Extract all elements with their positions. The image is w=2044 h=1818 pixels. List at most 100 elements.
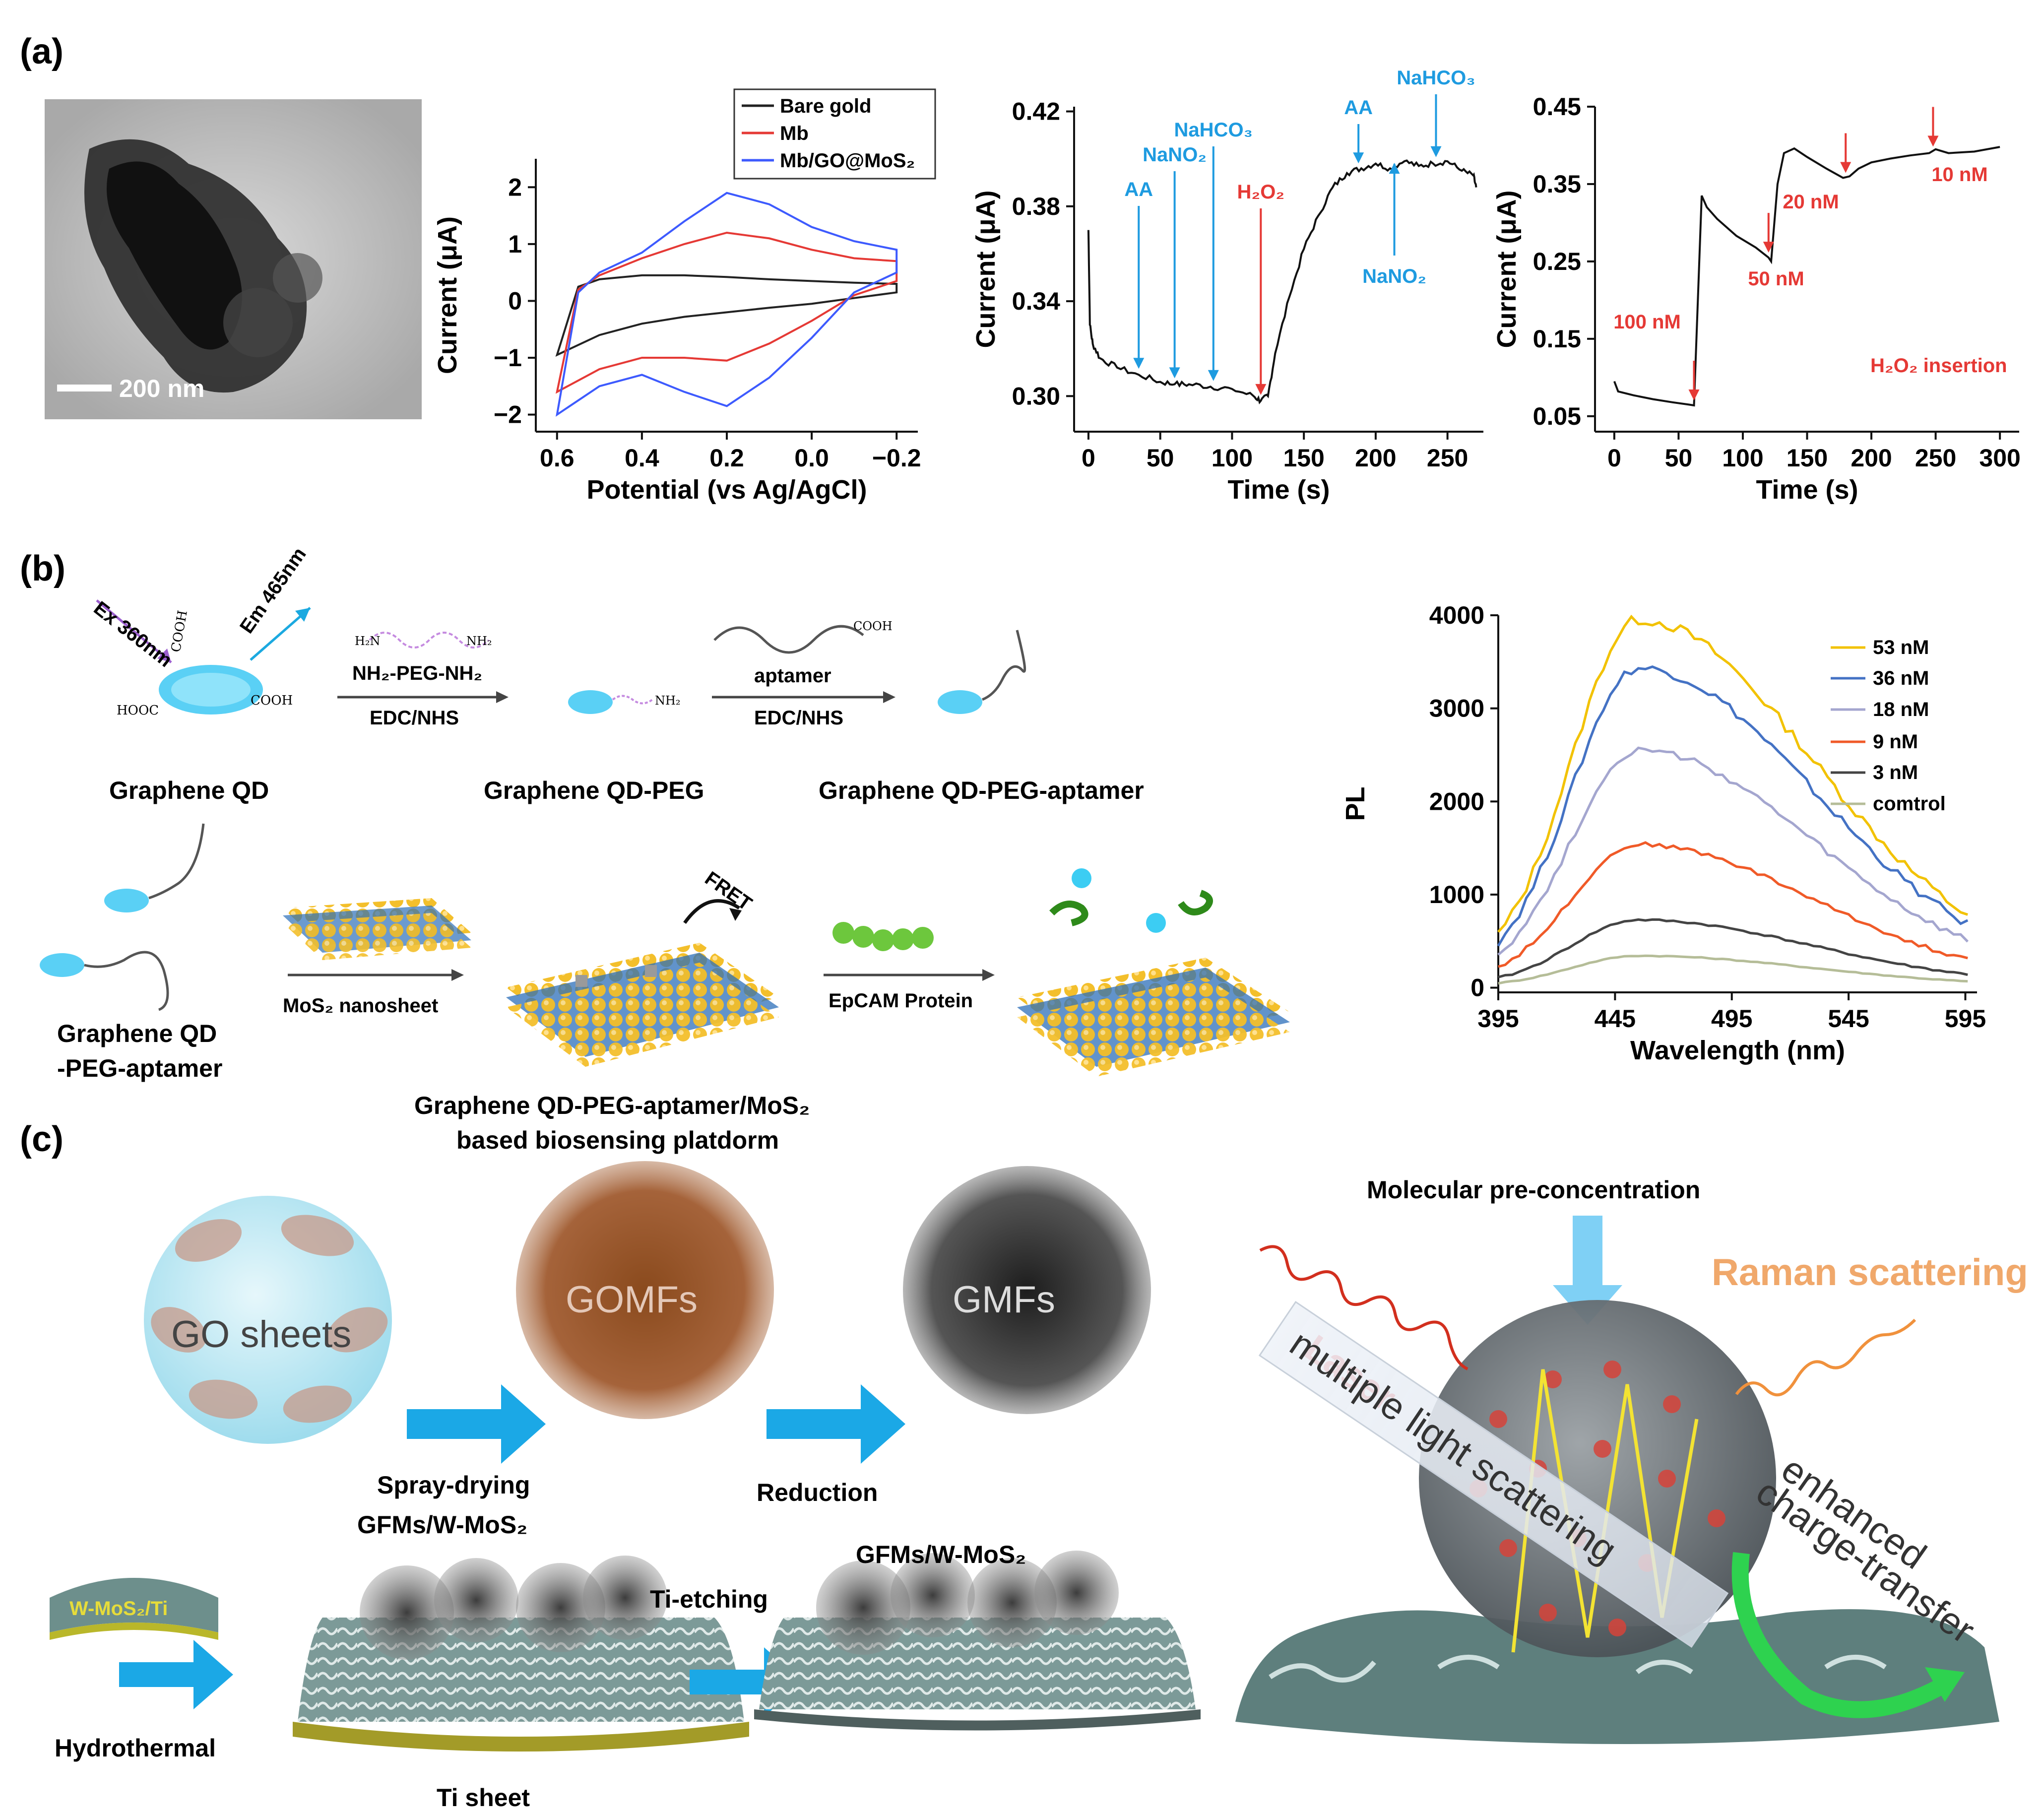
platform-label-line1: Graphene QD-PEG-aptamer/MoS₂ — [414, 1092, 810, 1119]
raman-wave — [1735, 1318, 1916, 1397]
y-tick-label: −2 — [494, 401, 522, 429]
hooc-left: HOOC — [117, 703, 159, 718]
nh2-left: H₂N — [355, 634, 381, 648]
molecular-preconcentration-label: Molecular pre-concentration — [1367, 1176, 1700, 1204]
raman-label: Raman scattering — [1712, 1251, 2028, 1294]
legend-label-mb-go-mos2: Mb/GO@MoS₂ — [780, 150, 915, 172]
pl-series-2 — [1497, 746, 1969, 956]
panel-label-c: (c) — [20, 1119, 64, 1159]
reagent2-bottom: EDC/NHS — [754, 707, 843, 729]
y-tick-label: 0.35 — [1533, 170, 1581, 198]
x-tick-label: 0.4 — [625, 444, 659, 472]
amp1-annotation-5: NaNO₂ — [1362, 265, 1426, 287]
y-tick-label: 2000 — [1429, 787, 1484, 815]
charge-transfer-arrow — [1731, 1552, 1944, 1718]
reduction-label: Reduction — [757, 1479, 878, 1506]
nh2-peg: NH₂ — [655, 694, 681, 708]
x-tick-label: 50 — [1665, 444, 1693, 472]
label-left-line2: -PEG-aptamer — [57, 1054, 222, 1082]
panel-label-a: (a) — [20, 32, 64, 71]
label-left-line1: Graphene QD — [57, 1020, 217, 1047]
mos2-nanosheet-label: MoS₂ nanosheet — [283, 995, 438, 1017]
gfms-label-b: GFMs/W-MoS₂ — [856, 1541, 1026, 1568]
pl-series-5 — [1498, 954, 1968, 985]
w-mos2-ti-label: W-MoS₂/Ti — [69, 1598, 168, 1620]
amp1-annotation-0: AA — [1124, 179, 1153, 200]
released-qd-2 — [1146, 913, 1166, 933]
substrate-surface — [1235, 1609, 1999, 1744]
x-tick-label: 250 — [1915, 444, 1956, 472]
gfms-label-a: GFMs/W-MoS₂ — [357, 1511, 527, 1539]
x-axis-title: Potential (vs Ag/AgCl) — [586, 475, 867, 505]
gmfs-sphere — [903, 1166, 1151, 1414]
y-tick-label: 0.25 — [1533, 248, 1581, 275]
w-mos2-ti-chip — [50, 1578, 218, 1632]
amp2-annotation-3: 10 nM — [1931, 164, 1987, 186]
y-tick-label: 4000 — [1429, 601, 1484, 629]
y-tick-label: 0.15 — [1533, 325, 1581, 353]
amp2-annotation-1: 50 nM — [1748, 268, 1804, 290]
ti-sheet-label: Ti sheet — [437, 1784, 530, 1812]
cooh-top: COOH — [169, 609, 191, 653]
y-tick-label: 0.42 — [1012, 98, 1060, 126]
pl-legend-3: 3 nM — [1873, 762, 1918, 783]
cooh-aptamer: COOH — [853, 619, 893, 633]
fret-label: FRET — [701, 867, 756, 915]
tem-micrograph: 200 nm — [45, 99, 422, 419]
x-tick-label: 0.0 — [794, 444, 829, 472]
gqd-peg-sheet — [568, 690, 613, 714]
em-label: Em 465nm — [236, 544, 311, 638]
amp1-annotation-4: AA — [1344, 97, 1373, 119]
y-tick-label: −1 — [494, 344, 522, 372]
label-graphene-qd-peg-aptamer: Graphene QD-PEG-aptamer — [819, 777, 1144, 804]
x-tick-label: 0 — [1082, 444, 1095, 472]
x-tick-label: 200 — [1355, 444, 1396, 472]
amp1-trace — [1087, 159, 1477, 404]
x-tick-label: 200 — [1851, 444, 1892, 472]
x-tick-label: −0.2 — [872, 444, 921, 472]
x-tick-label: 100 — [1722, 444, 1763, 472]
amp2-annotation-0: 100 nM — [1613, 311, 1681, 333]
pl-series-1 — [1497, 665, 1969, 947]
amp1-annotation-3: H₂O₂ — [1237, 181, 1285, 203]
scheme-b: Ex 360nm Em 465nm COOH COOH HOOC Graphen… — [40, 544, 1290, 1154]
scheme-c-left: GO sheets GOMFs GMFs Spray-drying GFMs/W… — [50, 1161, 1201, 1812]
x-tick-label: 150 — [1283, 444, 1324, 472]
epcam-label: EpCAM Protein — [829, 990, 973, 1012]
arrow-hydrothermal — [119, 1640, 233, 1709]
x-tick-label: 0 — [1607, 444, 1621, 472]
platform-label-line2: based biosensing platdorm — [456, 1126, 779, 1154]
legend-label-bare-gold: Bare gold — [780, 95, 871, 117]
reagent1-top: NH₂-PEG-NH₂ — [352, 662, 482, 684]
y-tick-label: 0.38 — [1012, 193, 1060, 220]
y-axis-title: Current (μA) — [433, 216, 462, 374]
x-axis-title: Wavelength (nm) — [1630, 1036, 1845, 1065]
arrow-spray-drying — [407, 1384, 546, 1464]
x-tick-label: 445 — [1595, 1005, 1636, 1033]
gomfs-sphere — [516, 1161, 774, 1419]
laser-wave — [1259, 1245, 1469, 1370]
y-axis-title: PL — [1341, 786, 1370, 821]
amp1-annotation-1: NaNO₂ — [1143, 144, 1207, 166]
amp2-trace — [1613, 146, 2000, 407]
y-tick-label: 0 — [508, 287, 522, 315]
ex-label: Ex 360nm — [90, 597, 176, 672]
ti-etching-label: Ti-etching — [650, 1585, 768, 1613]
pl-legend: 53 nM 36 nM 18 nM 9 nM 3 nM comtrol — [1831, 637, 1946, 815]
gmfs-label: GMFs — [953, 1279, 1055, 1321]
go-sheets-label: GO sheets — [171, 1313, 351, 1356]
nh2-right: NH₂ — [466, 634, 492, 648]
y-tick-label: 0.34 — [1012, 287, 1061, 315]
released-qd-1 — [1072, 868, 1091, 888]
x-tick-label: 100 — [1212, 444, 1253, 472]
y-tick-label: 0.05 — [1533, 402, 1581, 430]
legend-label-mb: Mb — [780, 123, 809, 144]
y-axis-title: Current (μA) — [971, 190, 1001, 348]
arrow-reduction — [766, 1384, 905, 1464]
y-tick-label: 1 — [508, 230, 522, 258]
epcam-protein — [832, 922, 934, 951]
gomfs-label: GOMFs — [566, 1279, 698, 1321]
